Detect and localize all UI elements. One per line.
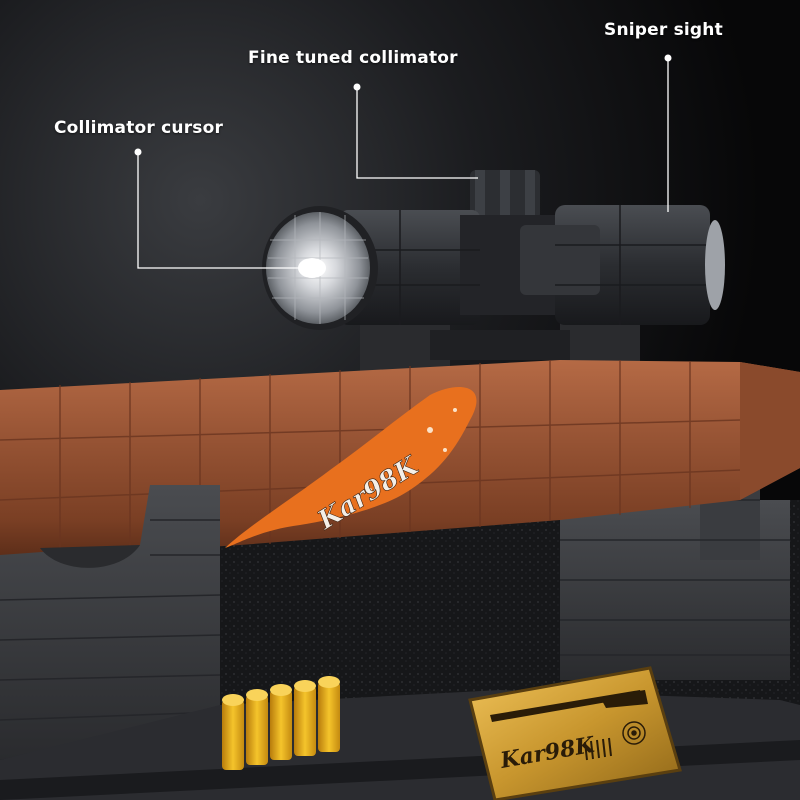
decal-splash [225, 387, 477, 548]
callout-lines [137, 58, 669, 269]
callout-dot-sniper [664, 54, 672, 62]
rifle-silhouette-icon [490, 690, 648, 722]
bullet-icon [222, 676, 340, 770]
callout-dot-fine [353, 83, 361, 91]
callout-line-fine [356, 87, 478, 179]
callout-fine-tuned-collimator: Fine tuned collimator [248, 48, 458, 68]
callout-line-cursor [137, 152, 300, 269]
name-plaque: Kar98K [468, 666, 682, 800]
stand-left [0, 485, 221, 760]
callout-sniper-sight: Sniper sight [604, 20, 723, 40]
lens-icon [262, 206, 378, 330]
callout-collimator-cursor: Collimator cursor [54, 118, 224, 138]
target-icon [622, 721, 646, 745]
callout-dot-cursor [134, 148, 142, 156]
sniper-scope [262, 170, 725, 330]
